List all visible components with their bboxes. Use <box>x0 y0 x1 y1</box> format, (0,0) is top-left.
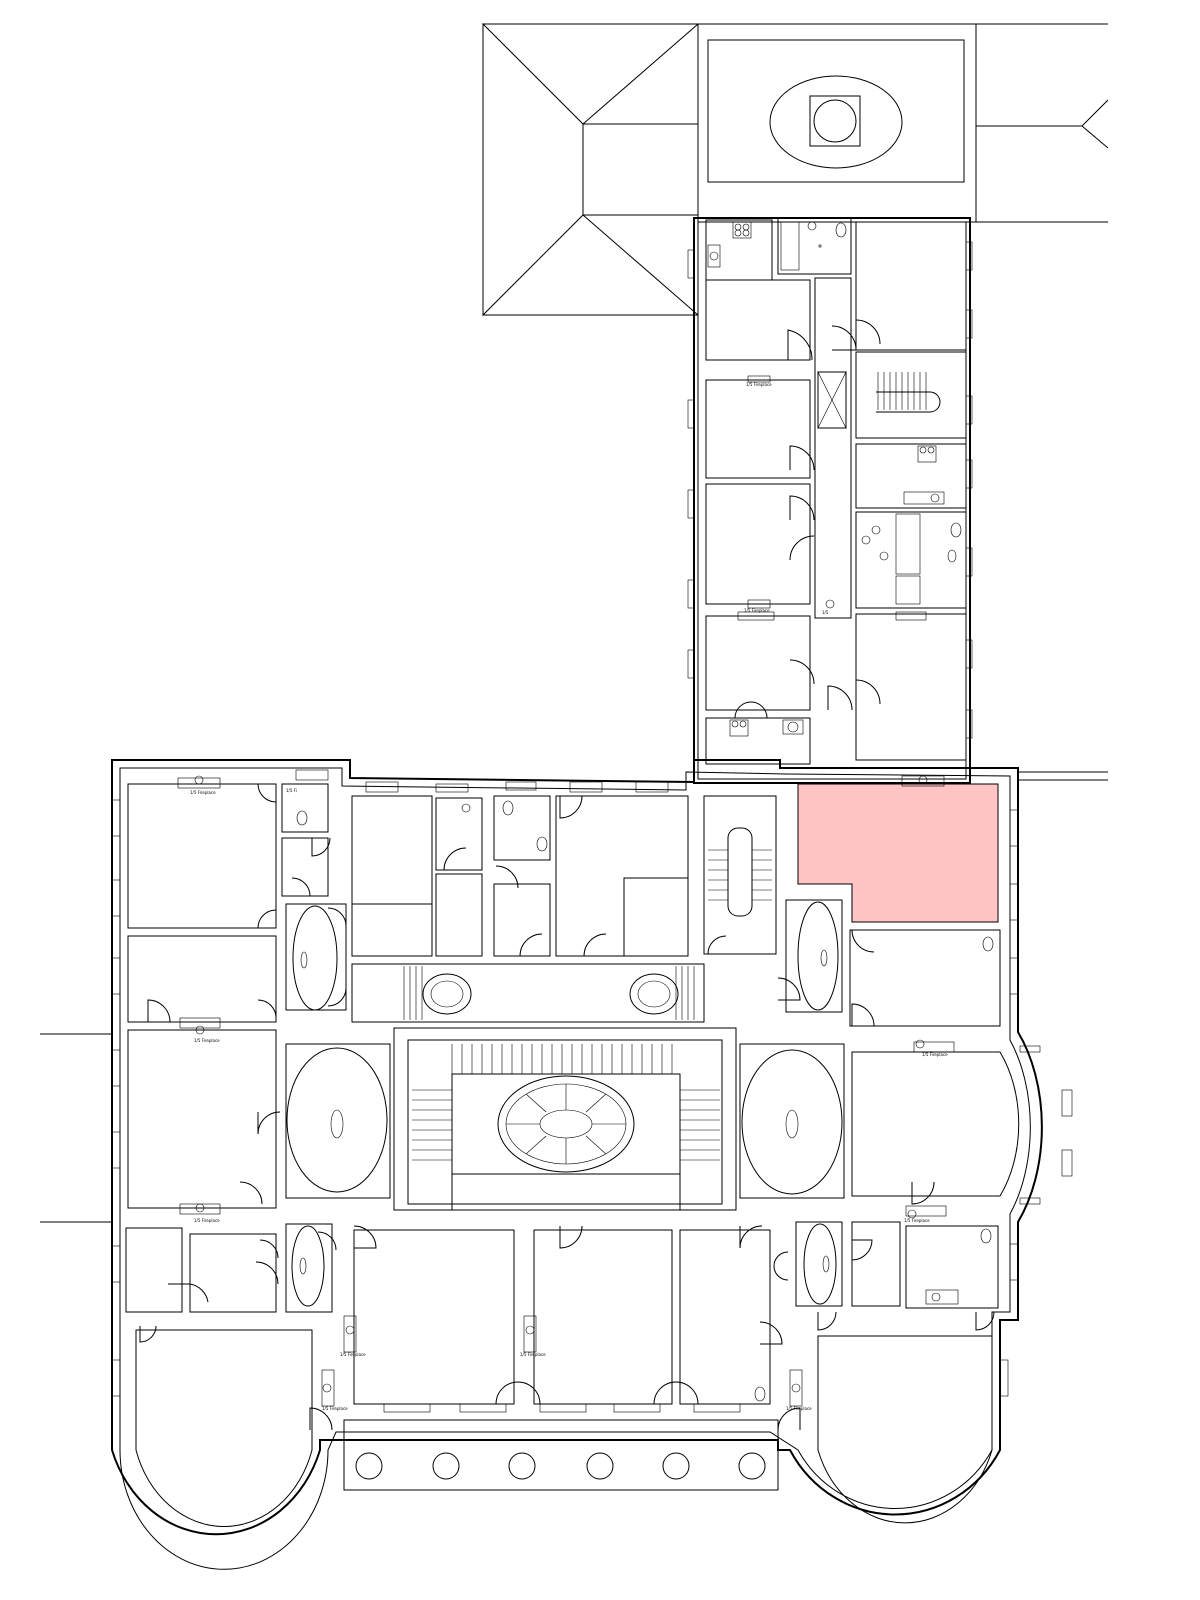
column <box>586 1452 614 1480</box>
fireplace-label: 1/5 Fireplace <box>322 1406 348 1411</box>
south-room-2 <box>533 1229 673 1405</box>
southwest-tower-room <box>135 1329 313 1528</box>
fireplace-label: 1/5 Fireplace <box>904 1218 930 1223</box>
west-room-2 <box>127 935 277 1023</box>
west-room-1 <box>127 783 277 929</box>
fireplace-label: 1/5 Fireplace <box>194 1038 220 1043</box>
bathtub <box>895 513 921 575</box>
grand-staircase-hall <box>393 1027 737 1211</box>
kitchenette-room <box>705 219 773 281</box>
svg-text:1/5 Fi: 1/5 Fi <box>286 788 297 793</box>
kitchen <box>855 443 967 509</box>
bathtub <box>780 221 800 271</box>
column <box>508 1452 536 1480</box>
oval-skylight <box>422 973 472 1015</box>
fireplace-label: 1/5 Fireplace <box>746 382 772 387</box>
south-room-3 <box>679 1229 771 1405</box>
spiral-stair <box>497 1075 635 1173</box>
column <box>662 1452 690 1480</box>
grand-stair-treads <box>412 1044 720 1161</box>
column <box>738 1452 766 1480</box>
east-bow-room <box>851 1051 1020 1197</box>
bathroom <box>777 217 852 275</box>
wc-room <box>281 783 329 833</box>
north-gallery <box>351 963 705 1023</box>
lift-shaft <box>817 371 847 429</box>
main-block: 1/5 Fireplace 1/5 Fi 1/5 Fireplace 1/5 F… <box>40 382 1073 1570</box>
south-colonnade <box>343 1419 779 1491</box>
fireplace-label: 1/5 Fireplace <box>922 1052 948 1057</box>
oval-skylight <box>629 973 679 1015</box>
north-staircase <box>703 795 777 955</box>
fireplace-label: 1/5 Fireplace <box>340 1352 366 1357</box>
south-room-1 <box>353 1229 515 1405</box>
column <box>355 1452 383 1480</box>
north-roof-area <box>482 22 1109 317</box>
fountain-basin <box>769 75 903 169</box>
column <box>432 1452 460 1480</box>
fixture-label: 1/5 <box>822 610 829 615</box>
fireplace-label: 1/5 Fireplace <box>194 1218 220 1223</box>
fountain-plinth <box>809 95 861 147</box>
highlighted-room[interactable] <box>797 783 999 923</box>
wc-room <box>435 797 483 871</box>
fireplace-label: 1/5 Fireplace <box>190 790 216 795</box>
stair-treads <box>877 372 927 410</box>
east-wing: 1/5 <box>687 217 973 784</box>
ensuite-bathroom <box>855 511 967 609</box>
fireplace-label: 1/5 Fireplace <box>744 608 770 613</box>
west-room-3 <box>127 1029 277 1209</box>
oval-room-west <box>286 1047 388 1193</box>
fireplace-label: 1/5 Fireplace <box>520 1352 546 1357</box>
southeast-tower-room <box>817 1335 993 1524</box>
east-room-2 <box>849 929 1001 1027</box>
service-stair <box>855 351 967 439</box>
oval-room-east <box>741 1049 843 1195</box>
